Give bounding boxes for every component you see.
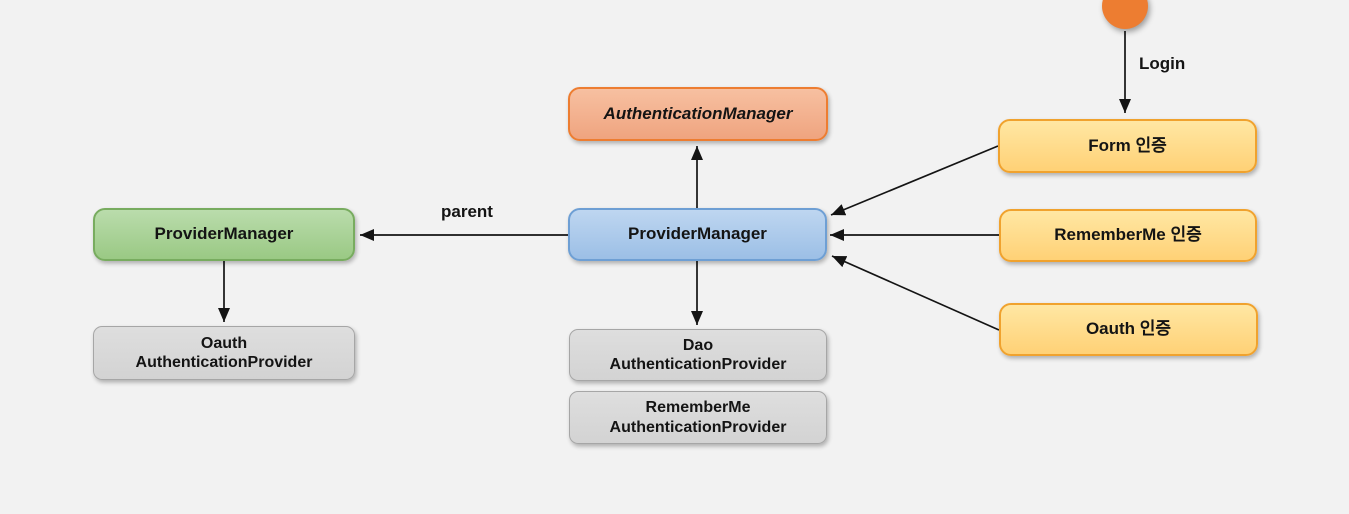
node-dao-authentication-provider: Dao AuthenticationProvider: [569, 329, 827, 381]
node-form-auth: Form 인증: [998, 119, 1257, 173]
node-authentication-manager: AuthenticationManager: [568, 87, 828, 141]
node-provider-manager-parent: ProviderManager: [93, 208, 355, 261]
node-rememberme-auth: RememberMe 인증: [999, 209, 1257, 262]
node-oauth-authentication-provider: Oauth AuthenticationProvider: [93, 326, 355, 380]
node-rememberme-authentication-provider: RememberMe AuthenticationProvider: [569, 391, 827, 444]
edge-form-auth-to-providermanager: [830, 145, 999, 216]
node-oauth-auth: Oauth 인증: [999, 303, 1258, 356]
node-provider-manager-main: ProviderManager: [568, 208, 827, 261]
login-edge-label: Login: [1139, 54, 1186, 73]
edge-oauth-auth-to-providermanager: [831, 255, 1000, 331]
parent-edge-label: parent: [441, 202, 493, 221]
